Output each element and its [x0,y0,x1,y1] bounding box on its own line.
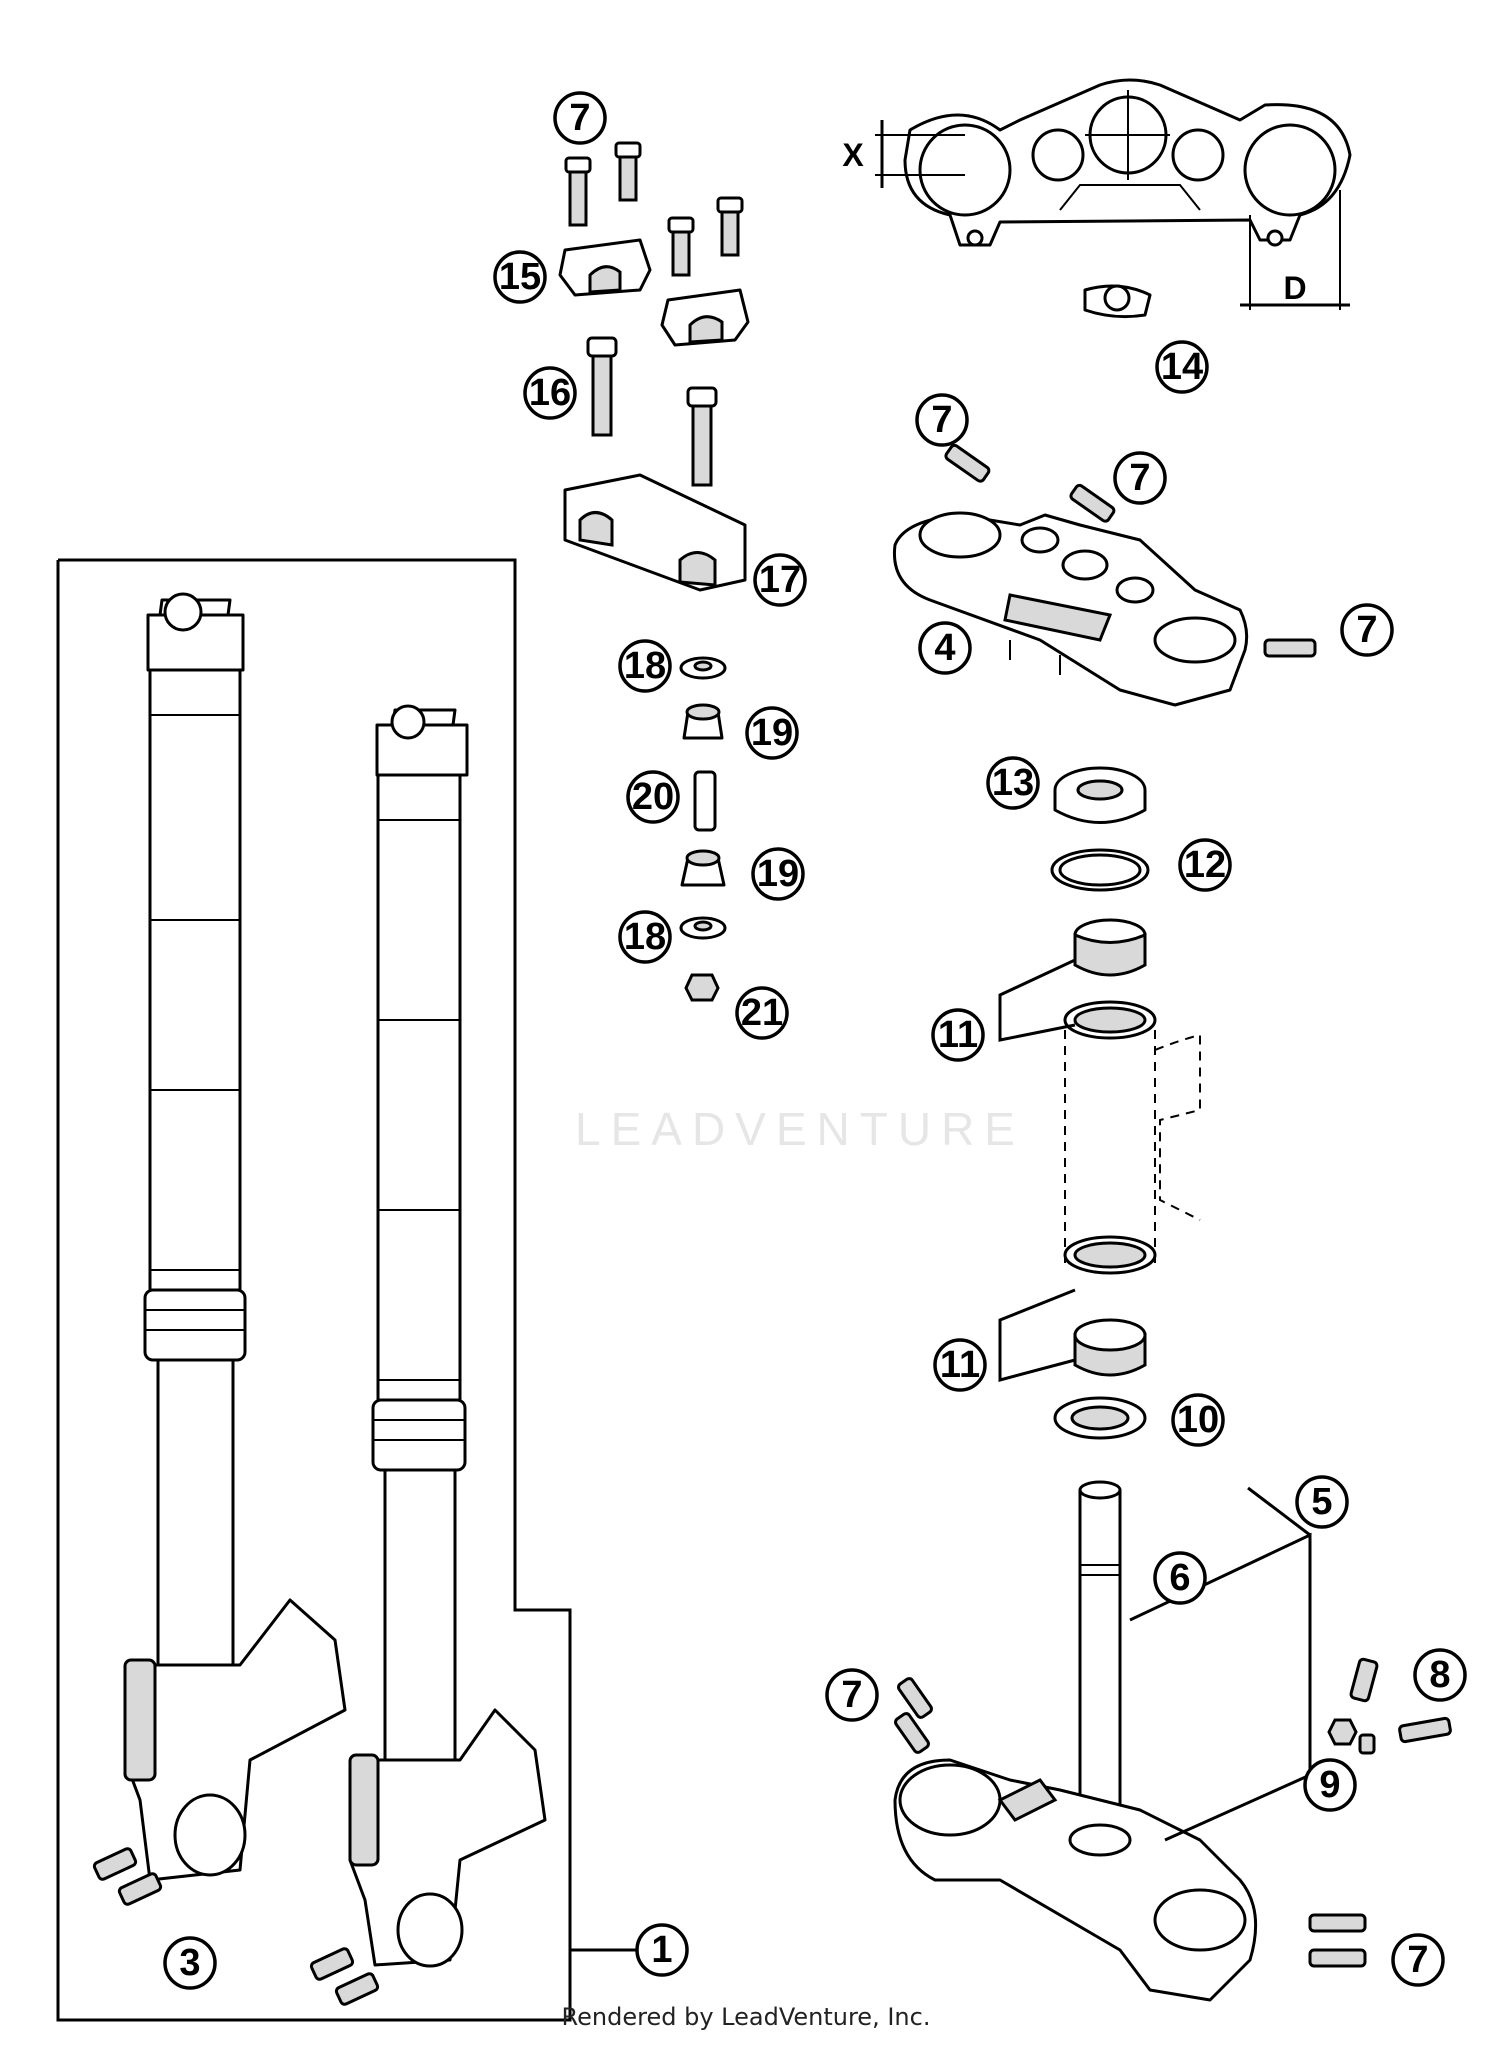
svg-text:17: 17 [759,559,801,601]
lower-triple-clamp [893,1480,1452,2002]
callout-20-sleeve: 20 [626,770,680,824]
upper-clamp-top-view: X D [842,78,1352,310]
fork-leg-right [348,704,547,1968]
svg-text:19: 19 [757,853,799,895]
watermark: LEADVENTURE [575,1103,1025,1155]
svg-text:3: 3 [179,1942,200,1984]
svg-text:21: 21 [741,992,783,1034]
callout-7-lower-clamp-bolt-left: 7 [825,1668,879,1722]
callout-7-top-clamp-bolts: 7 [553,91,607,145]
svg-text:9: 9 [1319,1764,1340,1806]
callout-11-upper-bearing: 11 [931,1008,985,1062]
svg-text:7: 7 [1356,609,1377,651]
callout-5-lower-triple-clamp: 5 [1295,1475,1349,1529]
callout-16-clamp-bolt: 16 [523,366,577,420]
svg-text:13: 13 [992,762,1034,804]
callout-1-fork-assembly: 1 [635,1923,689,1977]
callout-15-handlebar-clamp: 15 [493,250,547,304]
stem-leader-line [1129,1532,1312,1842]
fork-legs-group [56,558,572,2022]
callout-14-steering-nut: 14 [1155,340,1209,394]
svg-text:6: 6 [1169,1557,1190,1599]
dimension-d-label: D [1283,270,1306,306]
svg-text:5: 5 [1311,1481,1332,1523]
callout-10-dust-seal: 10 [1171,1393,1225,1447]
callout-3-fork-legs: 3 [163,1936,217,1990]
callout-21-nut: 21 [735,986,789,1040]
svg-text:18: 18 [624,916,666,958]
handlebar-clamp-group [558,141,750,1002]
callout-18-washer-upper: 18 [618,639,672,693]
callout-8-bolt: 8 [1413,1648,1467,1702]
callout-11-lower-bearing: 11 [933,1338,987,1392]
svg-text:7: 7 [1129,457,1150,499]
callout-9-nut: 9 [1303,1758,1357,1812]
dimension-x-label: X [842,137,864,173]
callout-18-washer-lower: 18 [618,910,672,964]
callout-17-handlebar-bridge: 17 [753,553,807,607]
svg-text:20: 20 [632,776,674,818]
callout-7-upper-clamp-bolt-b: 7 [1113,451,1167,505]
svg-text:16: 16 [529,372,571,414]
axle-clamp-bolts [92,1847,380,2006]
svg-text:7: 7 [931,399,952,441]
svg-text:15: 15 [499,256,541,298]
callout-13-seal: 13 [986,756,1040,810]
callout-7-upper-clamp-bolt-c: 7 [1340,603,1394,657]
svg-text:11: 11 [938,1014,978,1056]
svg-text:11: 11 [940,1344,980,1386]
svg-text:4: 4 [934,627,955,669]
svg-text:8: 8 [1429,1654,1450,1696]
svg-text:7: 7 [569,97,590,139]
fork-leg-left [123,592,347,1882]
svg-text:18: 18 [624,645,666,687]
svg-text:12: 12 [1184,844,1226,886]
callout-19-bushing-lower: 19 [751,847,805,901]
callout-12-ring: 12 [1178,838,1232,892]
leader-lines [570,958,1311,1952]
callout-19-bushing-upper: 19 [745,706,799,760]
svg-text:1: 1 [651,1929,672,1971]
svg-text:19: 19 [751,712,793,754]
svg-text:7: 7 [1407,1939,1428,1981]
fork-set-frame [56,558,572,2022]
steering-bearing-group [1050,766,1201,1440]
svg-text:10: 10 [1177,1399,1219,1441]
footer-credit: Rendered by LeadVenture, Inc. [562,2003,931,2031]
upper-triple-clamp [892,284,1317,707]
callout-7-lower-clamp-bolt-right: 7 [1391,1933,1445,1987]
callout-7-upper-clamp-bolt-a: 7 [915,393,969,447]
svg-text:7: 7 [841,1674,862,1716]
callout-4-upper-triple-clamp: 4 [918,621,972,675]
callout-6-steering-stem: 6 [1153,1551,1207,1605]
svg-text:14: 14 [1161,346,1203,388]
